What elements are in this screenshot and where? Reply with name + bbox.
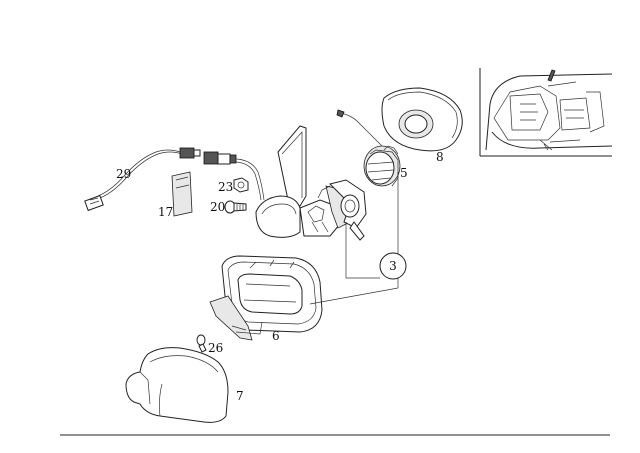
label-part-23: 23: [218, 180, 233, 194]
housing-connector: [203, 151, 265, 201]
small-screw: [196, 334, 207, 353]
label-part-5: 5: [400, 166, 408, 180]
part-labels: 29 17 23 20 5 8 6 26 7: [116, 150, 444, 403]
nut: [233, 177, 249, 193]
seal-pad: [171, 171, 193, 217]
label-part-20: 20: [210, 200, 225, 214]
label-part-29: 29: [116, 167, 131, 181]
wiring-harness: [84, 147, 201, 212]
mirror-base-assembly: [255, 125, 367, 241]
callout-label-3: 3: [389, 259, 397, 273]
car-top-view-icon: [485, 69, 613, 151]
label-part-7: 7: [236, 389, 244, 403]
connector-icon: [84, 194, 104, 212]
mirror-frame: [209, 255, 323, 341]
screw: [224, 200, 247, 214]
label-part-8: 8: [436, 150, 444, 164]
label-part-6: 6: [272, 329, 280, 343]
connector-icon: [179, 147, 201, 159]
label-part-26: 26: [208, 341, 223, 355]
adjustment-motor: [336, 109, 401, 187]
mirror-glass: [381, 87, 463, 152]
vehicle-inset: [479, 68, 613, 157]
callout-3: 3: [309, 172, 407, 305]
mirror-cover: [125, 347, 229, 423]
label-part-17: 17: [158, 205, 173, 219]
